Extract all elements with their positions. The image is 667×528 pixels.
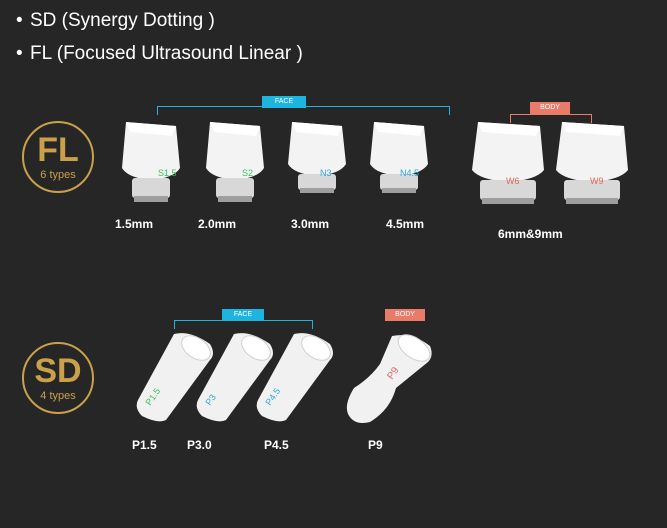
sd-label-p45: P4.5 [264,438,289,452]
fl-body-bracket [510,114,592,123]
sd-label-p30: P3.0 [187,438,212,452]
sd-cartridge-p3: P3 [196,333,273,422]
sd-label-p9: P9 [368,438,383,452]
fl-body-tag: BODY [530,102,570,114]
fl-cartridge-s2: S2 [206,122,264,202]
bullet-fl-text: FL (Focused Ultrasound Linear ) [30,43,303,64]
fl-size-1-5: 1.5mm [115,217,154,231]
fl-cartridge-s15: S1.5 [122,122,180,202]
sd-cartridge-p9: P9 [346,334,432,423]
fl-cartridge-w6: W6 [472,122,544,204]
fl-cartridge-n45: N4.5 [370,122,428,193]
fl-size-3-0: 3.0mm [291,217,330,231]
fl-cart-code-3: N4.5 [400,168,419,178]
fl-cartridge-n3: N3 [288,122,346,193]
fl-size-body: 6mm&9mm [498,227,563,241]
fl-cart-code-2: N3 [320,168,332,178]
fl-badge-count: 6 types [40,169,76,181]
bullet-sd-text: SD (Synergy Dotting ) [30,10,215,31]
bullet-sd: •SD (Synergy Dotting ) [16,10,215,31]
fl-cart-code-1: S2 [242,168,253,178]
bullet-fl: •FL (Focused Ultrasound Linear ) [16,43,303,64]
fl-badge: FL 6 types [22,121,94,193]
fl-badge-title: FL [37,131,79,169]
fl-cart-code-0: S1.5 [158,168,177,178]
fl-size-4-5: 4.5mm [386,217,425,231]
fl-cart-code-5: W9 [590,176,604,186]
sd-cartridge-p45: P4.5 [256,333,333,422]
sd-label-p15: P1.5 [132,438,157,452]
fl-cart-code-4: W6 [506,176,520,186]
sd-badge: SD 4 types [22,342,94,414]
fl-cartridge-w9: W9 [556,122,628,204]
fl-face-tag: FACE [262,96,306,108]
sd-cartridge-p15: P1.5 [136,333,213,422]
sd-badge-count: 4 types [40,390,76,402]
sd-badge-title: SD [34,352,82,390]
fl-size-2-0: 2.0mm [198,217,237,231]
sd-body-tag: BODY [385,309,425,321]
sd-face-tag: FACE [222,309,264,321]
